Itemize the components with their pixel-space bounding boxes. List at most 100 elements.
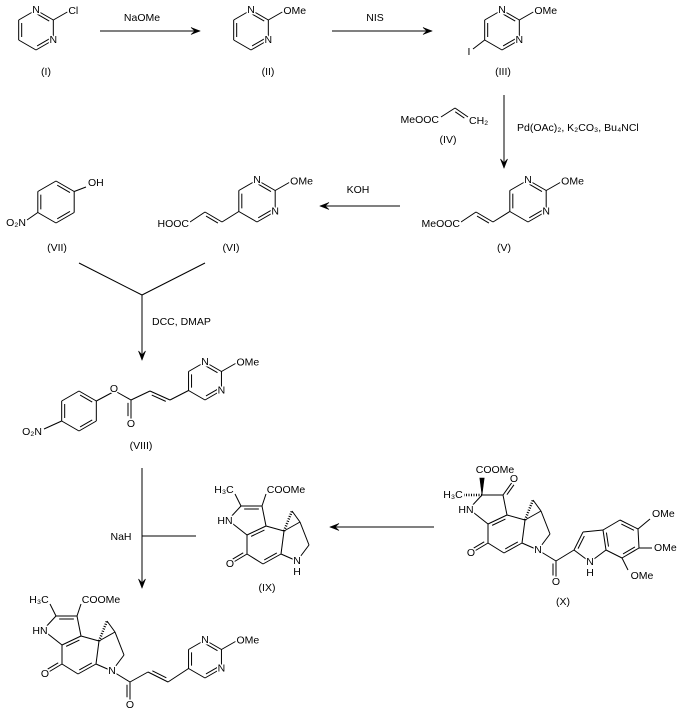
double-bond-inner [476,215,490,224]
bond [95,640,100,665]
double-bond-inner [47,662,59,670]
double-bond [256,211,276,223]
bond [49,603,57,617]
double-bond [454,107,469,118]
bond [299,521,310,546]
bond [114,631,125,656]
bond [246,553,264,565]
bond [61,663,79,675]
bond [506,514,526,521]
double-bond [204,639,222,650]
bond [227,519,248,536]
bond [537,533,551,551]
double-bond [262,553,282,565]
bond [233,39,252,51]
double-bond [501,9,520,21]
bond [42,615,57,631]
hashed-bond [97,620,109,642]
bond [233,9,252,21]
methoxy-label: OMe [654,542,677,554]
nitrogen-label: N [108,665,116,677]
bond [111,670,131,683]
ester-label: COOMe [476,464,515,476]
bond [261,493,267,507]
double-bond [250,39,269,51]
bond [291,510,301,523]
nitrogen-label: N [32,4,40,16]
substituent-label: OMe [561,176,584,188]
bond [61,390,80,402]
double-bond-inner [251,13,265,22]
compound-id: (V) [497,242,511,254]
bond [18,39,37,51]
arrow-head [500,158,508,169]
bond [484,39,503,51]
double-bond [204,668,222,679]
hashed-bond [523,499,535,521]
nitrogen-label: N [218,385,226,397]
bond [188,639,206,650]
nitrogen-label: N [534,544,542,556]
bond [265,525,285,532]
merge-line [141,262,206,296]
arrow-head [422,27,433,35]
double-bond [573,531,584,551]
bond [637,528,640,549]
double-bond [204,361,222,372]
bond [221,641,236,650]
double-bond-inner [621,523,635,531]
substituent-label: Cl [68,5,78,17]
arrow-head [138,578,146,589]
double-bond-inner [250,529,265,537]
nitrogen-label: N [586,556,594,568]
bond [188,390,206,401]
double-bond-inner [56,184,71,193]
nitrogen-label: N [201,356,209,368]
bond [95,663,113,672]
bond [519,11,534,21]
reagent-label: NIS [366,12,384,24]
bond [268,11,283,21]
substituent-label: OMe [534,5,557,17]
hashed-bond [282,510,294,532]
bond [188,361,206,372]
compound-id: (IV) [440,134,457,146]
ester-label: MeOOC [421,218,460,230]
double-bond [46,663,63,674]
double-bond-inner [502,38,516,47]
substituent-label: OMe [283,5,306,17]
bond [602,519,621,531]
methyl-label: H₃C [443,489,463,501]
bond [26,212,39,221]
double-bond [204,390,222,401]
reagent-label: KOH [347,184,370,196]
compound-id: (IX) [259,582,276,594]
bond [80,635,100,642]
double-bond-inner [491,518,506,526]
bond [129,671,149,683]
double-bond [78,420,97,432]
nitrogen-label: N [247,4,255,16]
bond [521,519,526,544]
bond [42,629,63,646]
bond [472,39,485,50]
bond [509,179,529,191]
compound-id: (X) [556,596,570,608]
double-bond [502,480,514,496]
double-bond [501,39,520,51]
bond [106,620,116,633]
bond [545,182,561,191]
bond [114,390,132,401]
double-bond-inner [506,484,515,495]
bond [468,508,489,525]
bond [53,11,68,21]
double-bond [619,519,639,530]
bond [37,180,57,192]
double-bond-inner [473,541,485,549]
double-bond-inner [205,666,218,675]
methoxy-label: OMe [652,508,675,520]
reagent-label: NaOMe [124,12,160,24]
double-bond-inner [505,541,519,550]
substituent-label: OMe [290,176,313,188]
hydrogen-label: H [586,567,594,579]
